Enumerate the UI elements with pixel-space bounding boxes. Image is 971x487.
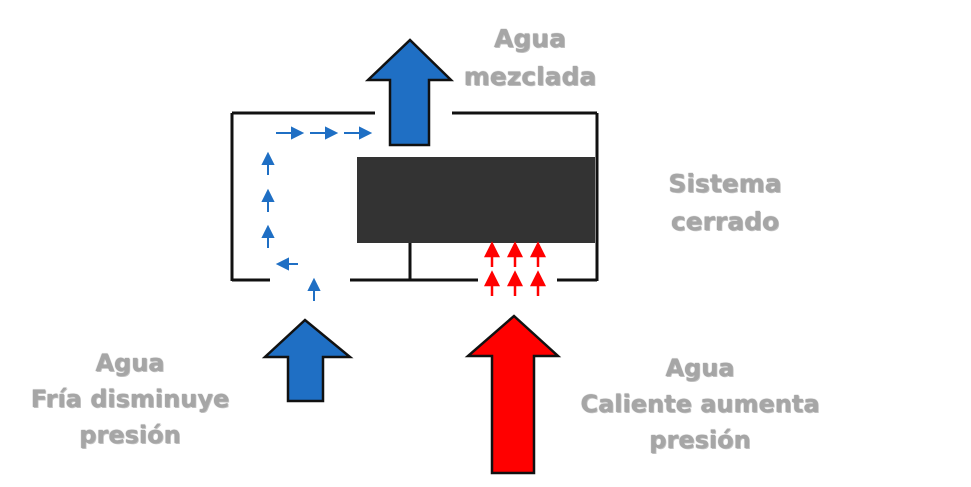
hot-water-label-line1: Agua (665, 354, 735, 382)
cold-water-label: Agua Fría disminuye presión (10, 345, 250, 453)
hot-water-inlet-arrow (464, 314, 562, 475)
hot-water-label: Agua Caliente aumenta presión (560, 350, 840, 458)
cold-water-label-line1: Agua (95, 349, 165, 377)
thermostatic-element (357, 157, 595, 243)
cold-flow-right-arrow (310, 126, 339, 140)
cold-flow-up-arrow (307, 277, 321, 301)
hot-flow-path-arrows (483, 241, 547, 296)
closed-system-label: Sistema cerrado (640, 165, 810, 241)
hot-flow-arrow-column (529, 241, 547, 296)
cold-flow-up-arrow (261, 151, 275, 175)
mixed-water-label-line2: mezclada (463, 62, 597, 91)
cold-flow-up-arrow (261, 224, 275, 248)
cold-flow-up-arrow (261, 188, 275, 212)
closed-system-label-line1: Sistema (668, 169, 782, 198)
mixed-water-label-line1: Agua (494, 24, 566, 53)
cold-flow-right-arrow (276, 126, 305, 140)
closed-system-label-line2: cerrado (670, 207, 780, 236)
hot-flow-arrow-column (483, 241, 501, 296)
mixed-water-outlet-arrow (364, 38, 455, 147)
cold-flow-right-arrow (344, 126, 373, 140)
cold-flow-left-arrow (275, 257, 298, 271)
hot-water-label-line2: Caliente aumenta (580, 390, 820, 418)
cold-flow-path-arrows (261, 126, 373, 301)
cold-water-label-line3: presión (79, 421, 181, 449)
hot-water-label-line3: presión (649, 426, 751, 454)
mixed-water-label: Agua mezclada (445, 20, 615, 96)
cold-water-inlet-arrow (261, 318, 354, 403)
hot-flow-arrow-column (506, 241, 524, 296)
housing-outline (230, 111, 599, 282)
cold-water-label-line2: Fría disminuye (30, 385, 230, 413)
